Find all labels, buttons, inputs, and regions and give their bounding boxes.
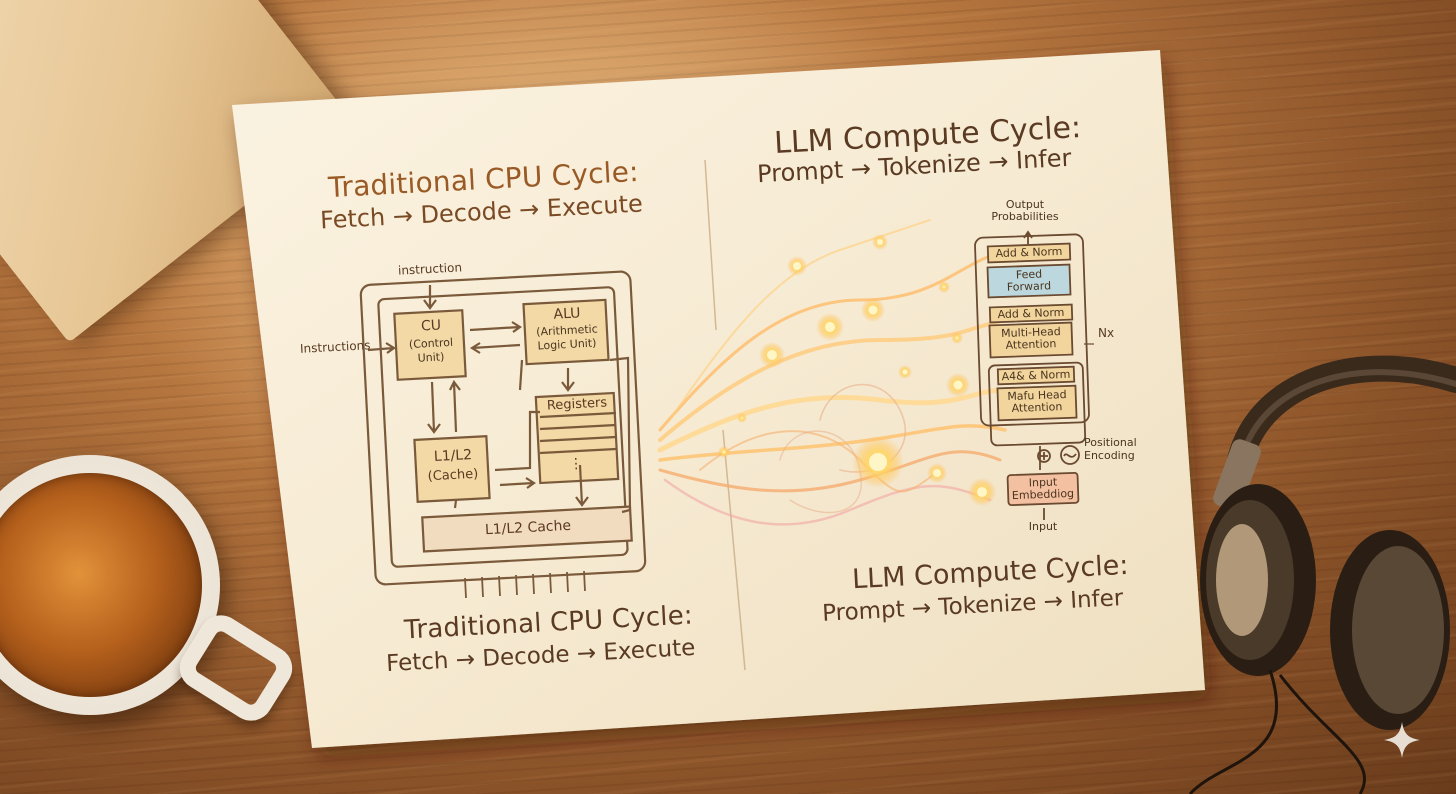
cu-subtitle-1: (Control <box>408 335 454 352</box>
input-label: Input <box>1028 520 1058 533</box>
input-embedding-label-2: Embeddiog <box>1011 486 1075 503</box>
output-label-2: Probabilities <box>991 210 1059 223</box>
cu-title: CU <box>420 317 442 335</box>
cu-subtitle-2: Unit) <box>417 350 445 365</box>
cache-title: L1/L2 <box>433 447 473 465</box>
registers-dots: ⋮ <box>568 455 584 473</box>
energy-streams <box>657 219 1012 526</box>
positional-label-1: Positional <box>1084 436 1137 449</box>
add-norm-2-label: Add & Norm <box>997 305 1065 322</box>
cache-subtitle: (Cache) <box>427 466 479 485</box>
output-label-1: Output <box>1005 198 1045 211</box>
sparkle-icon <box>1384 722 1420 758</box>
cache-bar-label: L1/L2 Cache <box>484 517 572 539</box>
alu-subtitle-2: Logic Unit) <box>537 336 597 353</box>
alu-title: ALU <box>553 305 581 323</box>
headphones <box>1188 355 1456 794</box>
add-norm-3-label: A4& & Norm <box>1001 367 1071 384</box>
multi-head-label-2: Attention <box>1005 337 1057 352</box>
masked-attention-label-2: Attention <box>1011 400 1063 415</box>
paper-divider <box>704 159 746 671</box>
feed-forward-label-2: Forward <box>1006 279 1052 294</box>
instruction-label: instruction <box>397 260 463 278</box>
instructions-label: Instructions <box>299 338 371 356</box>
book <box>0 0 353 343</box>
glow-orbs <box>718 234 996 506</box>
tea-cup <box>0 455 220 715</box>
tea-liquid <box>0 473 202 697</box>
add-norm-1-label: Add & Norm <box>995 244 1063 261</box>
nx-label: Nx <box>1098 326 1115 340</box>
positional-label-2: Encoding <box>1084 449 1135 462</box>
registers-label: Registers <box>546 395 608 414</box>
